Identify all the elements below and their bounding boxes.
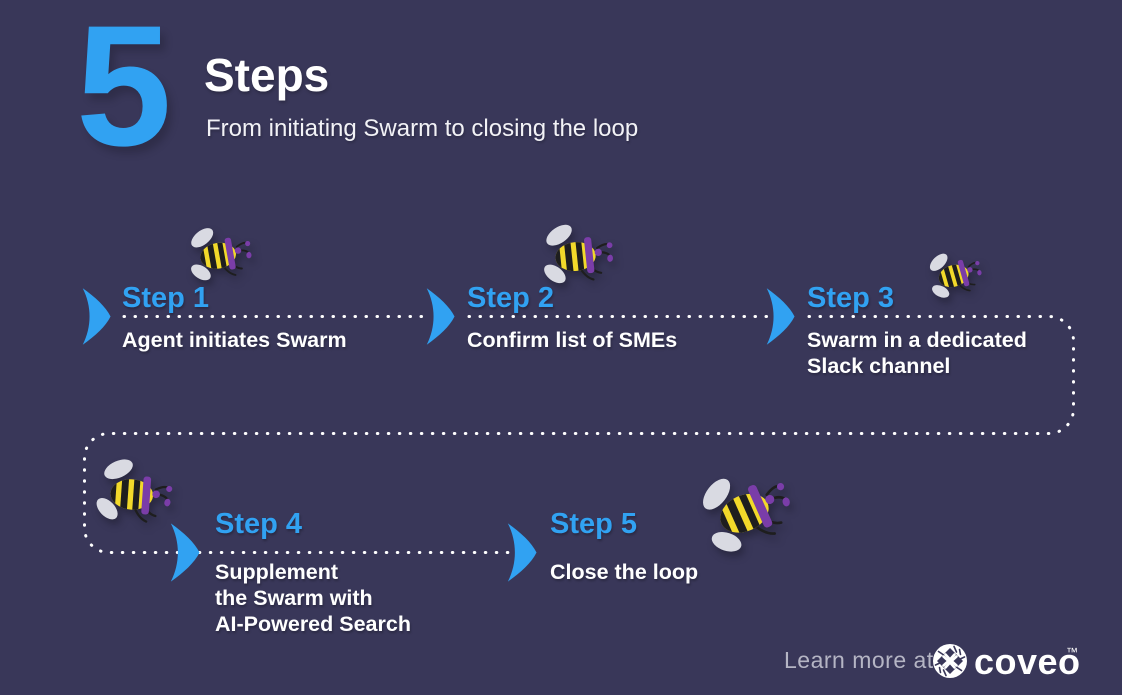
- page-title: Steps: [204, 49, 330, 101]
- step-1-label: Step 1: [122, 282, 210, 314]
- page-subtitle: From initiating Swarm to closing the loo…: [206, 115, 639, 142]
- brand-wordmark: coveo: [974, 641, 1081, 682]
- coveo-logo-icon: [933, 644, 967, 678]
- bee-icon: [188, 224, 252, 283]
- trademark-symbol: ™: [1066, 645, 1078, 659]
- chevron-right-icon: [82, 288, 111, 345]
- step-5-label: Step 5: [550, 508, 638, 540]
- big-step-count: 5: [76, 0, 172, 182]
- step-5-description: Close the loop: [550, 560, 699, 584]
- step-2-description: Confirm list of SMEs: [467, 328, 678, 352]
- step-4-label: Step 4: [215, 508, 303, 540]
- chevron-right-icon: [766, 288, 795, 345]
- step-1-description: Agent initiates Swarm: [122, 328, 347, 352]
- bee-icon: [692, 459, 799, 561]
- step-4-description: Supplement the Swarm with AI-Powered Sea…: [215, 560, 411, 636]
- chevron-right-icon: [507, 523, 537, 582]
- bee-icon: [925, 247, 984, 302]
- chevron-right-icon: [170, 523, 200, 582]
- step-3-label: Step 3: [807, 282, 895, 314]
- step-2-label: Step 2: [467, 282, 555, 314]
- learn-more-text: Learn more at: [784, 647, 934, 673]
- bee-icon: [539, 219, 615, 290]
- bee-icon: [89, 450, 179, 536]
- step-3-description: Swarm in a dedicated Slack channel: [807, 328, 1027, 378]
- chevron-right-icon: [426, 288, 455, 345]
